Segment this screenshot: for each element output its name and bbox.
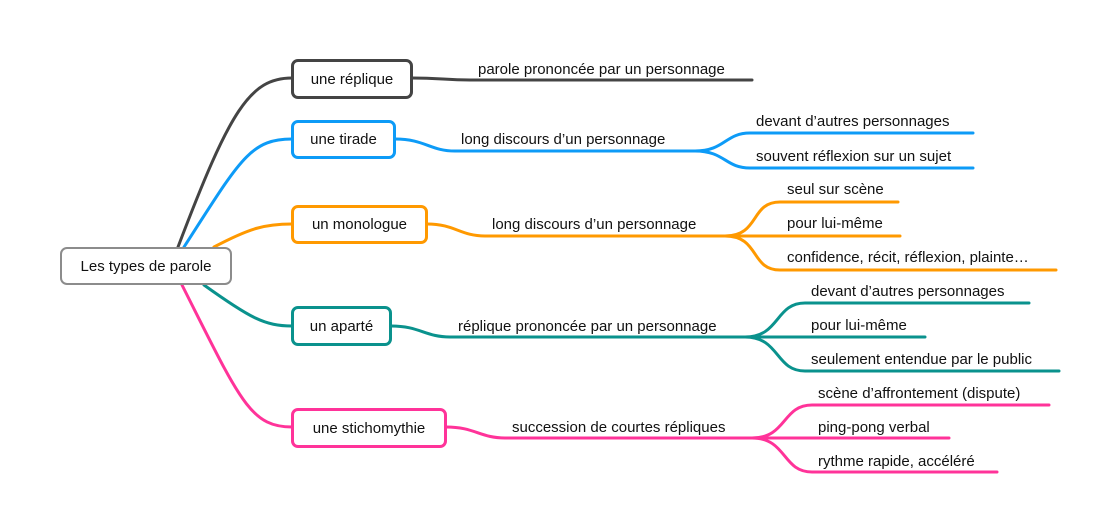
branch-label: un monologue	[311, 216, 408, 233]
branch-label: une réplique	[310, 70, 394, 88]
branch-node-monologue[interactable]: un monologue	[291, 205, 428, 244]
link-root-tirade	[182, 137, 294, 249]
leaf-tirade[interactable]: souvent réflexion sur un sujet	[756, 148, 952, 165]
detail-replique[interactable]: parole prononcée par un personnage	[478, 61, 725, 78]
branch-label: un aparté	[309, 317, 374, 335]
leaf-aparte[interactable]: pour lui-même	[811, 317, 907, 334]
detail-stichomythie[interactable]: succession de courtes répliques	[512, 419, 726, 436]
branch-node-replique[interactable]: une réplique	[291, 59, 413, 99]
leaf-aparte[interactable]: devant d’autres personnages	[811, 283, 1005, 300]
leaf-monologue[interactable]: pour lui-même	[787, 215, 883, 232]
root-label: Les types de parole	[80, 257, 212, 275]
link-root-replique	[176, 76, 294, 249]
root-node[interactable]: Les types de parole	[60, 247, 232, 285]
leaf-stichomythie[interactable]: scène d’affrontement (dispute)	[818, 385, 1021, 402]
link-tirade-leaf	[693, 149, 975, 170]
leaf-stichomythie[interactable]: ping-pong verbal	[818, 419, 930, 436]
branch-label: une stichomythie	[312, 419, 426, 437]
link-monologue-detail	[425, 222, 727, 238]
leaf-monologue[interactable]: confidence, récit, réflexion, plainte…	[787, 249, 1029, 266]
link-aparte-leaf	[743, 335, 1061, 373]
link-root-stichomythie	[180, 283, 294, 429]
leaf-monologue[interactable]: seul sur scène	[787, 181, 884, 198]
link-stichomythie-detail	[444, 425, 754, 440]
link-monologue-leaf	[723, 234, 1058, 272]
detail-monologue[interactable]: long discours d’un personnage	[492, 216, 697, 233]
branch-node-stichomythie[interactable]: une stichomythie	[291, 408, 447, 448]
branch-node-tirade[interactable]: une tirade	[291, 120, 396, 159]
link-tirade-detail	[393, 137, 697, 153]
link-replique-detail	[410, 76, 754, 82]
link-stichomythie-leaf	[750, 436, 999, 474]
link-root-monologue	[212, 222, 294, 249]
detail-aparte[interactable]: réplique prononcée par un personnage	[458, 318, 717, 335]
link-aparte-detail	[389, 324, 747, 339]
branch-node-aparte[interactable]: un aparté	[291, 306, 392, 346]
leaf-stichomythie[interactable]: rythme rapide, accéléré	[818, 453, 975, 470]
leaf-aparte[interactable]: seulement entendue par le public	[811, 351, 1032, 368]
leaf-tirade[interactable]: devant d’autres personnages	[756, 113, 950, 130]
link-root-aparte	[202, 283, 294, 328]
detail-tirade[interactable]: long discours d’un personnage	[461, 131, 666, 148]
branch-label: une tirade	[310, 131, 377, 148]
link-monologue-leaf	[723, 200, 900, 238]
